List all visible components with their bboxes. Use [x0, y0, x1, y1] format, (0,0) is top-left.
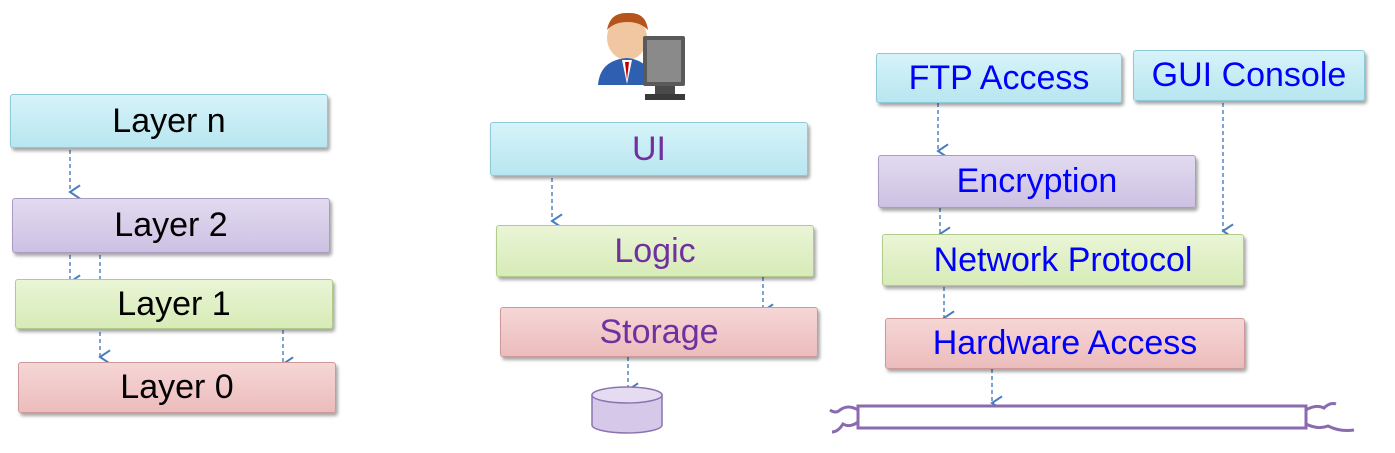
- layer-0-box: Layer 0: [18, 362, 336, 413]
- ftp-access-box: FTP Access: [876, 53, 1122, 103]
- user-at-computer-icon: [598, 12, 685, 100]
- storage-label: Storage: [599, 312, 719, 351]
- hardware-access-label: Hardware Access: [932, 324, 1198, 362]
- storage-box: Storage: [500, 307, 818, 357]
- network-protocol-box: Network Protocol: [882, 234, 1244, 286]
- layer-1-box: Layer 1: [15, 279, 333, 329]
- layer-n-box: Layer n: [10, 94, 328, 148]
- layer-0-label: Layer 0: [120, 368, 234, 406]
- gui-console-label: GUI Console: [1151, 56, 1347, 94]
- logic-label: Logic: [614, 231, 696, 270]
- encryption-box: Encryption: [878, 155, 1196, 208]
- database-cylinder-icon: [591, 386, 663, 434]
- network-cable-icon: [829, 402, 1355, 434]
- layer-1-label: Layer 1: [117, 284, 231, 323]
- logic-box: Logic: [496, 225, 814, 277]
- gui-console-box: GUI Console: [1133, 50, 1365, 101]
- encryption-label: Encryption: [956, 162, 1118, 200]
- ui-label: UI: [632, 129, 666, 168]
- layer-2-label: Layer 2: [114, 206, 228, 244]
- network-protocol-label: Network Protocol: [933, 240, 1193, 279]
- layer-n-label: Layer n: [112, 101, 226, 140]
- ui-box: UI: [490, 122, 808, 176]
- layer-2-box: Layer 2: [12, 198, 330, 253]
- ftp-access-label: FTP Access: [908, 58, 1090, 97]
- hardware-access-box: Hardware Access: [885, 318, 1245, 369]
